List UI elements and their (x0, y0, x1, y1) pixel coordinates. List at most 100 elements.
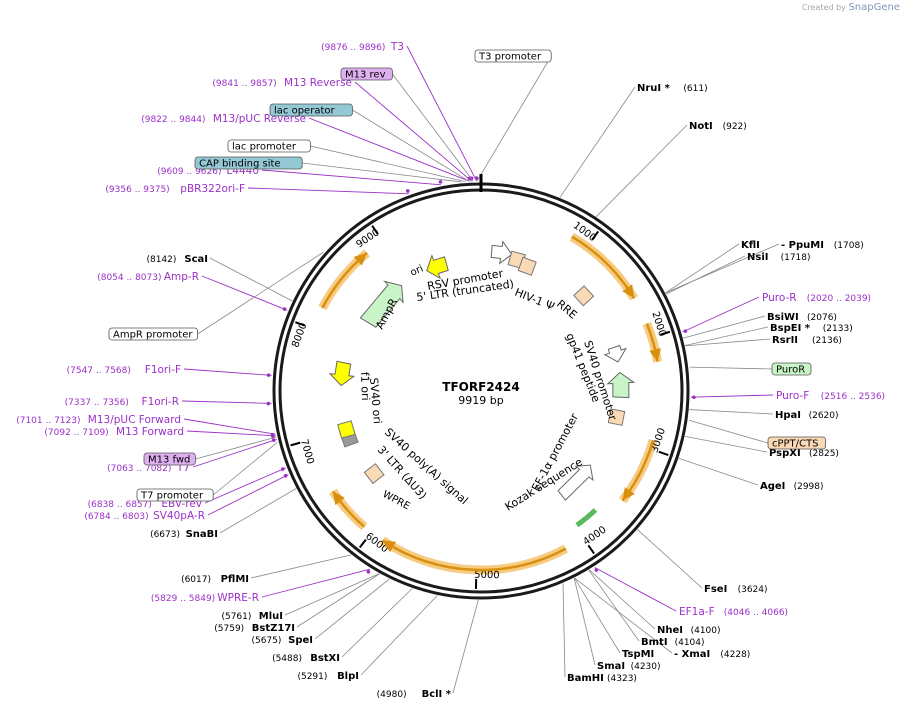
label-hiv-psi: HIV-1 Ψ (513, 286, 557, 314)
enzyme-leader (562, 583, 566, 678)
feature-label-leader (195, 436, 277, 460)
ruler-tick (658, 450, 669, 457)
feature-label-box (227, 139, 311, 153)
enzyme-position: (4980) (377, 690, 407, 700)
enzyme-leader (360, 595, 438, 676)
enzyme-leader (684, 435, 768, 453)
enzyme-leader (573, 577, 596, 666)
primer-range: (4046 .. 4066) (724, 608, 788, 618)
plasmid-name: TFORF2424 (442, 380, 519, 394)
plasmid-length: 9919 bp (458, 394, 503, 407)
feature-label-leader (212, 441, 278, 496)
primer-name: F1ori-F (145, 364, 181, 376)
primer-range: (7092 .. 7109) (44, 428, 108, 438)
enzyme-leader (314, 578, 390, 640)
primer-leader (207, 474, 289, 516)
enzyme-name: BstZ17I (252, 623, 295, 634)
enzyme-position: (2076) (807, 313, 837, 323)
enzyme-leader (559, 86, 636, 198)
primer-mark (438, 180, 443, 184)
primer-name: Puro-F (776, 390, 809, 402)
ruler-tick (295, 321, 306, 327)
primer-range: (7063 .. 7082) (107, 464, 171, 474)
feature-label-box (143, 452, 196, 466)
primer-mark (271, 438, 276, 442)
enzyme-leader (678, 458, 759, 486)
feature-label-text: M13 rev (345, 70, 386, 81)
primer-leader (406, 45, 478, 182)
primer-name: F1ori-R (142, 396, 179, 408)
feature-arc-head (622, 284, 635, 299)
ruler-label: 7000 (298, 438, 316, 465)
primer-leader (261, 169, 442, 186)
feature-label-text: CAP binding site (199, 159, 281, 170)
feature-label-box (194, 156, 303, 170)
enzyme-name: BstXI (310, 653, 340, 664)
enzyme-leader (637, 529, 703, 589)
primer-leader (183, 368, 272, 376)
primer-leader (308, 117, 470, 182)
primer-mark (594, 568, 599, 572)
ruler-label: 8000 (290, 321, 309, 349)
primer-range: (8054 .. 8073) (97, 273, 161, 283)
feature-label-leader (392, 73, 474, 182)
primer-name: SV40pA-R (153, 510, 205, 522)
primer-leader (261, 568, 371, 598)
primer-name: M13 Forward (116, 426, 184, 438)
ruler-label: 5000 (474, 570, 500, 582)
primer-leader (682, 296, 760, 333)
enzyme-name: BamHI (567, 673, 604, 684)
plasmid-backbone (272, 174, 690, 600)
feature-arc-head (382, 540, 397, 553)
enzyme-leader (574, 577, 621, 654)
puro-green-accent (575, 508, 598, 528)
feature-label-leader (197, 251, 324, 335)
primer-mark (266, 373, 271, 377)
enzyme-name: FseI (704, 584, 727, 595)
primer-range: (9841 .. 9857) (212, 79, 276, 89)
primer-mark (282, 307, 287, 311)
ruler-tick (290, 441, 301, 447)
primer-leader (594, 567, 677, 612)
enzyme-leader (595, 124, 688, 217)
enzyme-name: NotI (689, 121, 713, 132)
primer-range: (9822 .. 9844) (141, 115, 205, 125)
feature-label-leader (689, 366, 773, 370)
feature-arc (645, 323, 659, 362)
enzyme-position: (5675) (251, 636, 281, 646)
enzyme-position: (1708) (834, 241, 864, 251)
enzyme-name: MluI (259, 611, 283, 622)
hiv-psi-box (517, 256, 537, 276)
enzyme-name: SmaI (597, 661, 625, 672)
sv40-ori-box (337, 420, 356, 439)
feature-label-leader (688, 419, 769, 444)
primer-range: (6838 .. 6857) (88, 500, 152, 510)
enzyme-position: (4323) (607, 674, 637, 684)
enzyme-position: (1718) (781, 253, 811, 263)
primer-range: (9356 .. 9375) (105, 185, 169, 195)
primer-mark (405, 189, 410, 193)
primer-name: M13 Reverse (284, 77, 352, 89)
primer-range: (6784 .. 6803) (84, 512, 148, 522)
feature-label-box (767, 436, 826, 450)
primer-mark (692, 395, 696, 400)
primer-range: (7101 .. 7123) (16, 416, 80, 426)
enzyme-name: BclI * (422, 689, 452, 700)
primer-range: (2020 .. 2039) (807, 294, 871, 304)
enzyme-leader (250, 554, 352, 579)
enzyme-leader (284, 573, 380, 616)
feature-label-box (136, 488, 214, 502)
primer-range: (5829 .. 5849) (151, 594, 215, 604)
enzyme-name: BlpI (337, 671, 359, 682)
enzyme-name: NruI * (637, 83, 671, 94)
label-wpre: WPRE (381, 489, 412, 512)
primer-name: WPRE-R (217, 592, 259, 604)
enzyme-leader (588, 569, 640, 642)
enzyme-name: AgeI (760, 481, 785, 492)
ori-arrow (426, 254, 449, 280)
enzyme-leader (685, 338, 771, 347)
enzyme-name: - PpuMI (781, 240, 824, 251)
primer-range: (9876 .. 9896) (321, 43, 385, 53)
feature-arc (381, 539, 567, 572)
primer-mark (283, 473, 288, 478)
